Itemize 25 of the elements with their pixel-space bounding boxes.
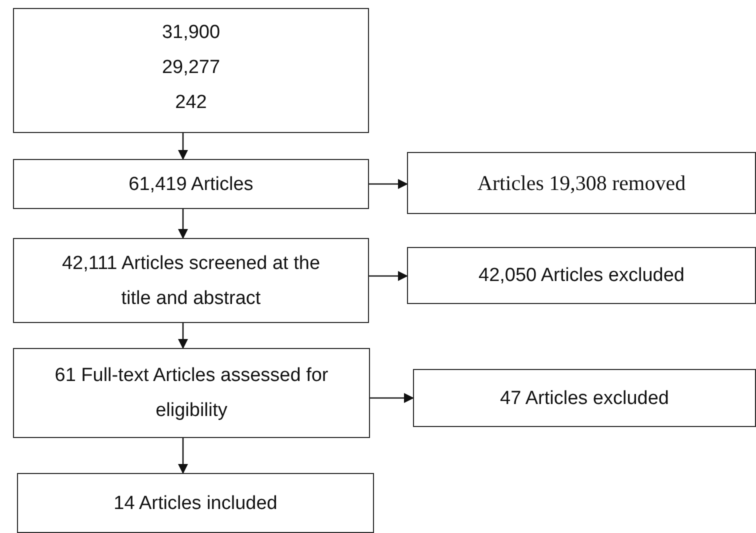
- process-box: [407, 247, 756, 304]
- box-text: 47 Articles excluded: [500, 386, 669, 410]
- arrow: [178, 323, 188, 349]
- process-box: [413, 369, 756, 427]
- box-text: 14 Articles included: [114, 492, 278, 516]
- process-box: [13, 238, 369, 323]
- process-box: [13, 159, 369, 209]
- process-box: [13, 348, 370, 438]
- box-text: 42,111 Articles screened at the title and abstract: [60, 252, 322, 310]
- box-text: 61 Full-text Articles assessed for eligibility: [54, 364, 330, 423]
- box-text: Articles 19,308 removed: [477, 170, 686, 196]
- box-text: 31,900: [162, 21, 220, 45]
- box-text: 242: [175, 91, 207, 115]
- arrow: [178, 438, 188, 474]
- process-box: [407, 152, 756, 214]
- box-text: 61,419 Articles: [128, 172, 254, 196]
- box-text: 29,277: [162, 56, 220, 80]
- arrow: [370, 393, 414, 403]
- arrow: [178, 133, 188, 160]
- arrow: [369, 271, 408, 281]
- process-box: [13, 8, 369, 133]
- process-box: [17, 473, 374, 533]
- arrow: [178, 209, 188, 239]
- arrow: [369, 179, 408, 189]
- box-text: 42,050 Articles excluded: [478, 264, 684, 288]
